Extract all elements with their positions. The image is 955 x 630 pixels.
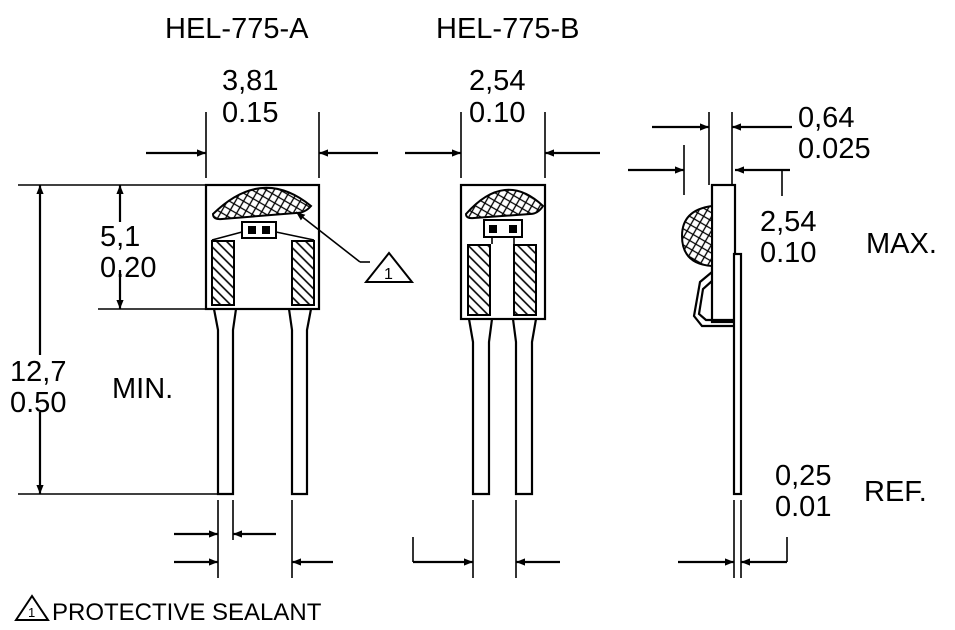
a-height-mm: 5,1 (100, 221, 140, 253)
a-total-mm: 12,7 (10, 356, 66, 388)
a-chip-pad-right (262, 226, 270, 234)
title-hel-775-a: HEL-775-A (165, 13, 309, 45)
a-width-in: 0.15 (222, 97, 278, 129)
b-lead-left (467, 318, 494, 496)
a-lead-left (212, 308, 238, 496)
thick-in: 0.01 (775, 491, 831, 523)
legend-number: 1 (28, 605, 35, 620)
thick-note: REF. (864, 476, 927, 508)
b-lead-right (511, 318, 538, 496)
a-chip (241, 221, 277, 239)
a-chip-pad-left (248, 226, 256, 234)
legend-triangle-icon (14, 594, 50, 621)
a-lead-frame-left (211, 240, 235, 306)
a-lead-frame-right (291, 240, 315, 306)
a-callout-number: 1 (384, 266, 393, 283)
offset-note: MAX. (866, 228, 937, 260)
a-width-mm: 3,81 (222, 65, 278, 97)
offset-in: 0.10 (760, 237, 816, 269)
hel-775-b-view: 2,54 0.10 (405, 65, 600, 578)
lead-width-in: 0.025 (798, 133, 871, 165)
side-lead-bend-outer (692, 271, 734, 328)
side-view: 0,64 0.025 2,54 0.10 MAX. 0,25 0.01 REF. (628, 102, 937, 578)
a-bond-wires (211, 231, 315, 241)
lead-width-mm: 0,64 (798, 102, 854, 134)
legend-text: PROTECTIVE SEALANT (52, 599, 322, 626)
a-height-in: 0.20 (100, 252, 156, 284)
b-chip-pad-left (489, 225, 497, 233)
title-hel-775-b: HEL-775-B (436, 13, 579, 45)
a-callout-leader (295, 211, 361, 263)
b-sealant-dome (464, 189, 545, 220)
side-lead-bend-inner (697, 280, 734, 322)
side-sealant-dome (680, 204, 713, 268)
a-total-in: 0.50 (10, 387, 66, 419)
hel-775-a-view: 3,81 0.15 1 5,1 0.20 12,7 (10, 65, 415, 578)
a-total-note: MIN. (112, 373, 173, 405)
side-lead-vertical (732, 252, 743, 496)
a-lead-right (287, 308, 313, 496)
b-lead-frame-right (513, 244, 537, 316)
a-sealant-dome (211, 186, 313, 221)
b-bond-wires (491, 237, 515, 244)
b-chip-pad-right (509, 225, 517, 233)
b-lead-frame-left (467, 244, 491, 316)
b-width-in: 0.10 (469, 97, 525, 129)
a-callout-triangle (363, 251, 415, 283)
side-package-body (710, 183, 737, 324)
legend: 1 PROTECTIVE SEALANT (14, 594, 322, 626)
offset-mm: 2,54 (760, 206, 816, 238)
thick-mm: 0,25 (775, 460, 831, 492)
b-width-mm: 2,54 (469, 65, 525, 97)
